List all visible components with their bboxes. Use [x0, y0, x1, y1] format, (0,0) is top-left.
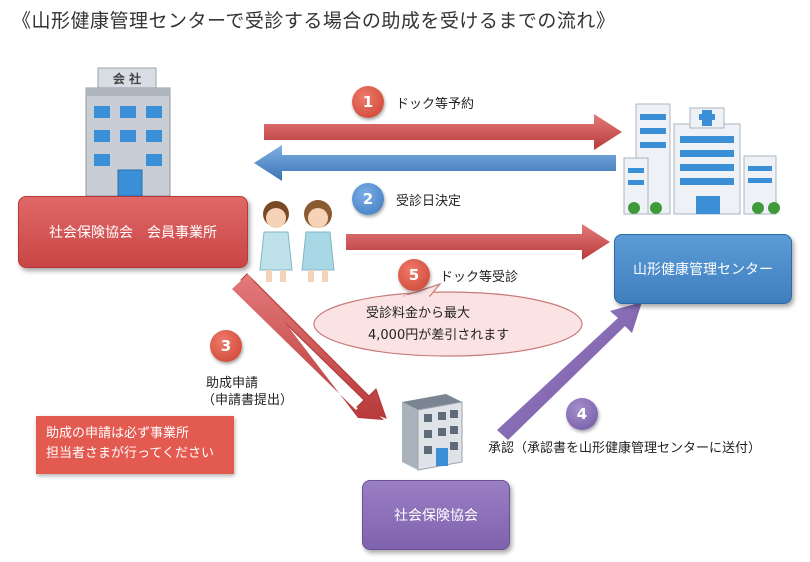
arrow-approval [497, 302, 642, 440]
page-title: 《山形健康管理センターで受診する場合の助成を受けるまでの流れ》 [12, 10, 616, 32]
arrow-date-decision [254, 145, 616, 181]
step-2-label: 受診日決定 [396, 194, 462, 209]
association-building-icon [402, 394, 463, 471]
step-3-badge: 3 [210, 330, 242, 362]
step-3-sublabel: （申請書提出） [202, 393, 294, 408]
application-note: 助成の申請は必ず事業所 担当者さまが行ってください [36, 416, 234, 474]
note-line-1: 助成の申請は必ず事業所 [46, 426, 190, 441]
member-office-box: 社会保険協会 会員事業所 [18, 196, 248, 268]
step-2-badge: 2 [352, 183, 384, 215]
step-4-label: 承認（承認書を山形健康管理センターに送付） [488, 441, 762, 456]
step-3-label: 助成申請 [206, 376, 259, 391]
step-1-badge: 1 [352, 86, 384, 118]
hospital-icon [623, 103, 780, 215]
discount-bubble-text: 受診料金から最大 4,000円が差引されます [342, 303, 552, 347]
discount-bubble [313, 291, 583, 357]
note-line-2: 担当者さまが行ってください [46, 446, 214, 461]
arrow-examination [346, 224, 610, 260]
arrow-application [240, 273, 387, 419]
patients-icon [259, 200, 335, 282]
company-building-icon: 会 社 [85, 67, 171, 197]
step-5-label: ドック等受診 [440, 270, 519, 285]
step-1-label: ドック等予約 [396, 97, 475, 112]
association-box: 社会保険協会 [362, 480, 510, 550]
arrow-reservation [264, 114, 622, 150]
step-5-badge: 5 [398, 259, 430, 291]
bubble-line-1: 受診料金から最大 [366, 306, 471, 321]
health-center-box: 山形健康管理センター [614, 234, 792, 304]
bubble-line-2: 4,000円が差引されます [368, 328, 510, 343]
company-sign: 会 社 [113, 71, 141, 86]
step-4-badge: 4 [566, 398, 598, 430]
